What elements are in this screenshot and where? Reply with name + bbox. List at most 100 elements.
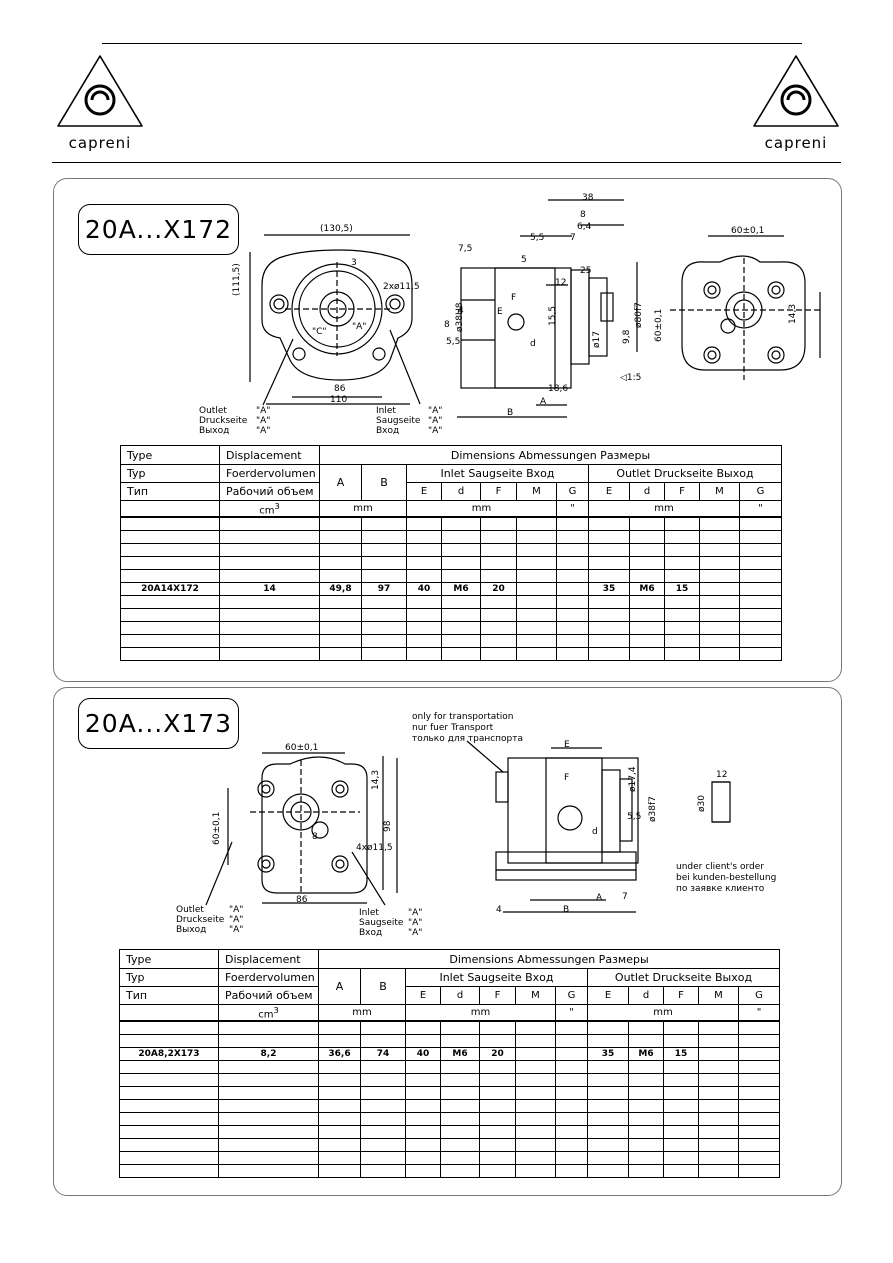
dim-86b: 86 [296, 895, 308, 905]
table-row: 20A8,2X173 8,2 36,6 74 40 M6 20 35 M6 15 [119, 1046, 781, 1061]
label-e2: E [564, 740, 570, 750]
outlet-label-1: Outlet Druckseite Выход [199, 406, 248, 436]
outlet-port-1: "A" "A" "A" [256, 406, 271, 436]
in-f-header: F [480, 482, 517, 501]
dim-8: 8 [580, 210, 586, 220]
model-title-x172: 20A...X172 [78, 204, 239, 255]
out-g-header: G [737, 986, 781, 1005]
taper: ◁1:5 [620, 373, 642, 383]
inlet-header: Inlet Saugseite Вход [405, 968, 588, 987]
outlet-label-2: Outlet Druckseite Выход [176, 905, 225, 935]
label-a: "A" [352, 322, 367, 332]
dim-5-5: 5,5 [530, 233, 545, 243]
dim-86: 86 [334, 384, 346, 394]
dimensions-header: Dimensions Abmessungen Размеры [317, 949, 781, 969]
client-order-note: under client's order bei kunden-bestellu… [676, 862, 777, 894]
out-m-header: M [698, 986, 739, 1005]
dim-38f7: ø38f7 [648, 796, 658, 822]
outlet-header: Outlet Druckseite Выход [587, 464, 783, 483]
col-a-header: A [319, 464, 362, 501]
out-g-header: G [738, 482, 783, 501]
out-d-header: d [628, 986, 664, 1005]
model-title-x173: 20A...X173 [78, 698, 239, 749]
dim-b: B [507, 408, 514, 418]
panel-20a-x173 [53, 687, 842, 1196]
outlet-header: Outlet Druckseite Выход [586, 968, 781, 987]
dim-38: 38 [582, 193, 594, 203]
unit-mm-in: mm [406, 500, 557, 519]
dim-12b: 12 [716, 770, 728, 780]
dim-7-5: 7,5 [458, 244, 473, 254]
spec-table-x172: Type Displacement Dimensions Abmessungen… [120, 445, 783, 661]
unit-inch-out: " [737, 1004, 781, 1023]
type-header-de: Typ [120, 464, 220, 483]
displacement-header: Displacement [219, 445, 320, 465]
col-b-header: B [360, 968, 406, 1005]
logo-right: capreni [748, 52, 844, 152]
dim-a: A [540, 397, 547, 407]
inlet-port-1: "A" "A" "A" [428, 406, 443, 436]
unit-cm3: cm3 [218, 1004, 319, 1023]
dim-25: 25 [580, 266, 592, 276]
dim-4: 4 [458, 306, 464, 316]
header-bottom-rule [52, 162, 841, 163]
dim-holes: 2xø11,5 [383, 282, 420, 292]
dim-5-5c: 5,5 [627, 812, 642, 822]
inlet-label-2: Inlet Saugseite Вход [359, 908, 404, 938]
type-header-de: Typ [119, 968, 219, 987]
dim-5: 5 [521, 255, 527, 265]
dim-width: (130,5) [320, 224, 353, 234]
spec-table-x173: Type Displacement Dimensions Abmessungen… [119, 949, 781, 1178]
displacement-header-de: Foerdervolumen [219, 464, 320, 483]
dim-12: 12 [555, 278, 567, 288]
header-top-rule [102, 43, 802, 44]
dim-110: 110 [330, 395, 348, 405]
technical-drawing-x172 [249, 199, 821, 418]
dim-60-h2: 60±0,1 [212, 811, 222, 845]
in-e-header: E [405, 986, 441, 1005]
dim-7: 7 [570, 233, 576, 243]
type-header-ru: Тип [120, 482, 220, 501]
dim-14-3b: 14,3 [371, 769, 381, 790]
label-d: d [530, 339, 536, 349]
label-f: F [511, 293, 517, 303]
inlet-port-2: "A" "A" "A" [408, 908, 423, 938]
out-f-header: F [664, 482, 700, 501]
out-d-header: d [629, 482, 665, 501]
unit-inch-out: " [738, 500, 783, 519]
in-g-header: G [555, 986, 588, 1005]
col-a-header: A [318, 968, 361, 1005]
displacement-header-ru: Рабочий объем [219, 482, 320, 501]
dim-a2: A [596, 893, 603, 903]
type-header-ru: Тип [119, 986, 219, 1005]
displacement-header-ru: Рабочий объем [218, 986, 319, 1005]
dim-18-6: 18,6 [548, 384, 569, 394]
dim-3: 3 [351, 258, 357, 268]
triangle-logo-icon [753, 55, 839, 127]
inlet-label-1: Inlet Saugseite Вход [376, 406, 421, 436]
logo-left: capreni [52, 52, 148, 152]
triangle-logo-icon [57, 55, 143, 127]
out-f-header: F [663, 986, 699, 1005]
dim-7b: 7 [622, 892, 628, 902]
transport-note: only for transportation nur fuer Transpo… [412, 712, 524, 744]
dim-98: 98 [383, 820, 393, 832]
out-e-header: E [587, 986, 629, 1005]
label-f2: F [564, 773, 570, 783]
dim-8c: 8 [312, 832, 318, 842]
label-e: E [497, 307, 503, 317]
dim-holes2: 4xø11,5 [356, 843, 393, 853]
label-d2: d [592, 827, 598, 837]
dim-5-5b: 5,5 [446, 337, 461, 347]
dim-17-4: ø17,4 [628, 766, 638, 792]
panel-20a-x172 [53, 178, 842, 682]
dim-60-w: 60±0,1 [731, 226, 765, 236]
dim-60-w2: 60±0,1 [285, 743, 319, 753]
dim-6-4: 6,4 [577, 222, 592, 232]
type-header: Type [119, 949, 219, 969]
label-c: "C" [312, 327, 327, 337]
unit-mm-out: mm [587, 1004, 739, 1023]
dim-4b: 4 [496, 905, 502, 915]
displacement-header: Displacement [218, 949, 319, 969]
